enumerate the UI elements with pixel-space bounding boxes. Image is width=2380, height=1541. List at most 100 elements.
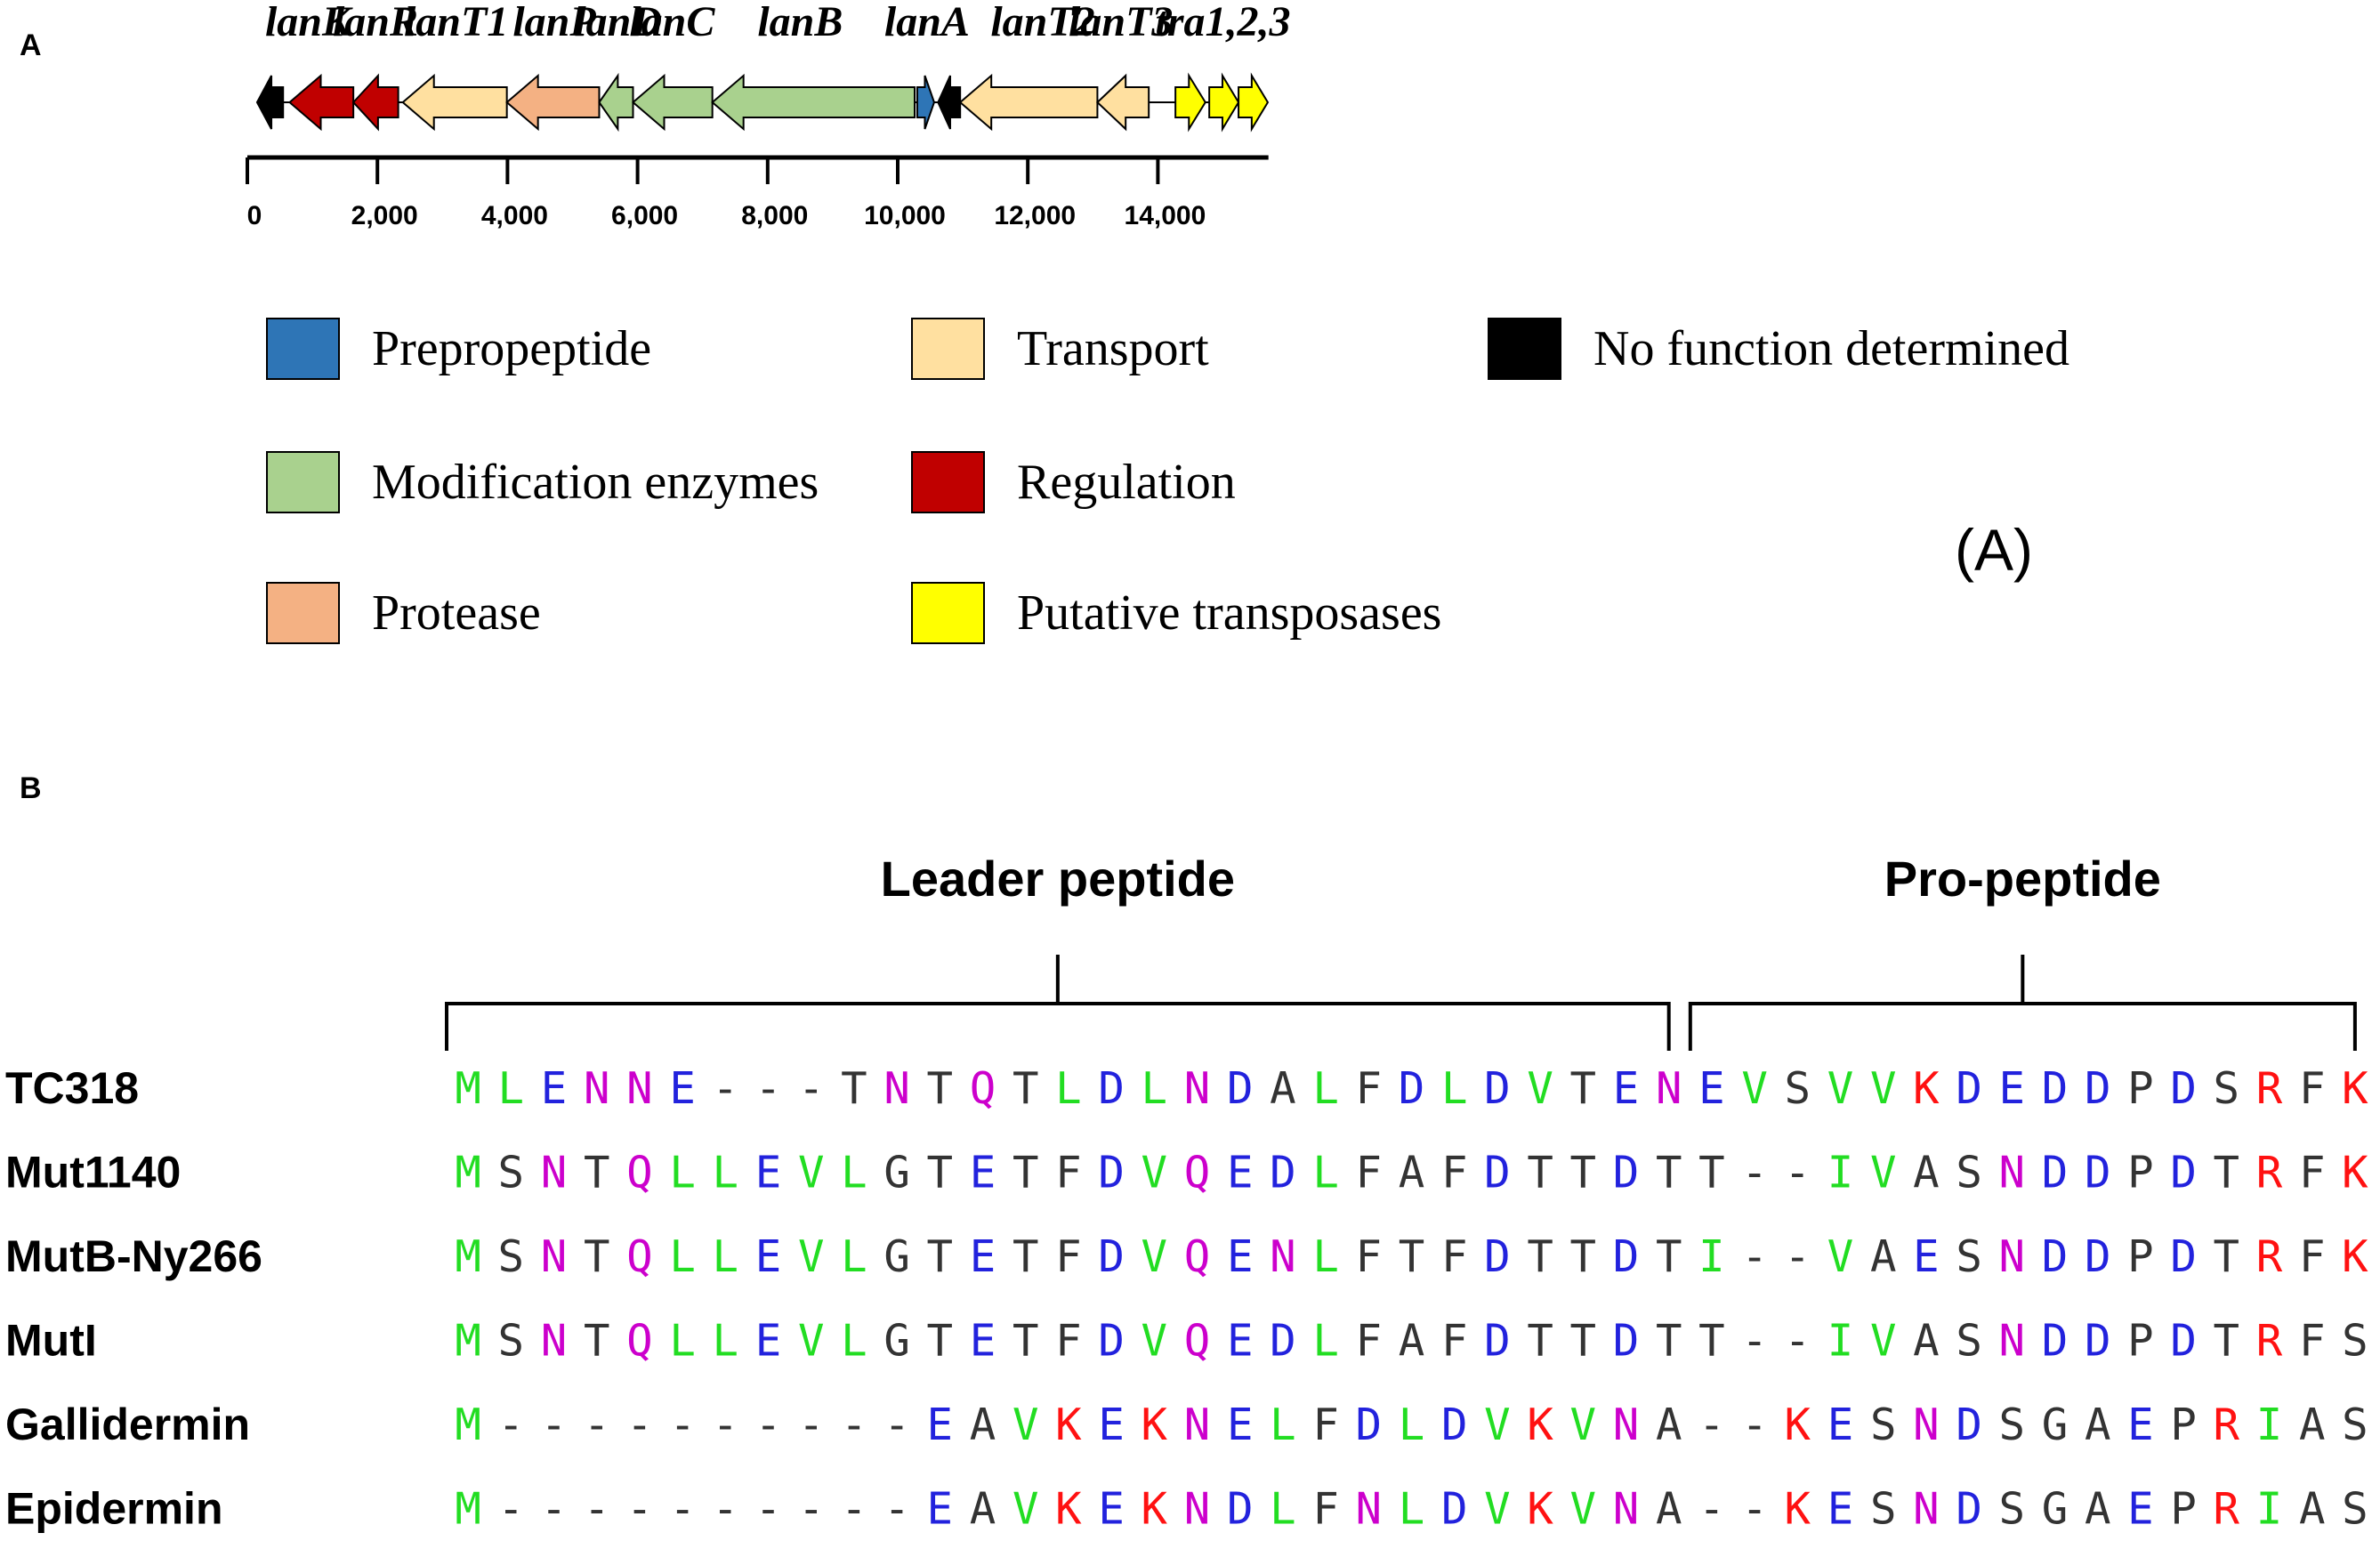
residue: - (1698, 1400, 1725, 1450)
residue: D (1441, 1484, 1468, 1535)
legend-label: No function determined (1593, 321, 2069, 376)
residue: T (1570, 1063, 1597, 1114)
residue: - (1785, 1148, 1811, 1198)
residue: V (1142, 1148, 1168, 1198)
residue: T (2214, 1316, 2240, 1367)
residue: L (1270, 1484, 1296, 1535)
residue: L (1055, 1063, 1082, 1114)
residue: T (2214, 1148, 2240, 1198)
residue: D (1613, 1231, 1640, 1282)
residue: F (2299, 1231, 2326, 1282)
residue: G (2042, 1400, 2069, 1450)
residue: D (1399, 1063, 1425, 1114)
residue: D (2170, 1231, 2197, 1282)
residue: E (541, 1063, 568, 1114)
residue: L (841, 1231, 867, 1282)
axis-tick-label: 2,000 (351, 201, 418, 230)
residue: E (2127, 1400, 2154, 1450)
residue: A (1399, 1316, 1425, 1367)
residue: D (1441, 1400, 1468, 1450)
residue: T (927, 1148, 954, 1198)
residue: S (1956, 1316, 1982, 1367)
residue: S (498, 1231, 525, 1282)
axis-tick-label: 0 (247, 201, 262, 230)
residue: P (2127, 1148, 2154, 1198)
residue: T (2214, 1231, 2240, 1282)
residue: N (1913, 1484, 1940, 1535)
residue: - (1698, 1484, 1725, 1535)
legend-label: Protease (372, 585, 541, 641)
residue: F (1441, 1148, 1468, 1198)
residue: E (1698, 1063, 1725, 1114)
residue: - (755, 1063, 782, 1114)
residue: R (2256, 1063, 2283, 1114)
residue: T (584, 1231, 610, 1282)
sequence-name: Epidermin (5, 1484, 222, 1534)
residue: V (1741, 1063, 1768, 1114)
residue: D (1098, 1316, 1125, 1367)
gene-arrow-lanC (631, 73, 714, 132)
residue: - (1741, 1400, 1768, 1450)
residue: T (927, 1316, 954, 1367)
residue: V (1013, 1400, 1039, 1450)
residue: T (1013, 1316, 1039, 1367)
residue: D (1356, 1400, 1383, 1450)
residue: I (1698, 1231, 1725, 1282)
gene-map (255, 72, 1270, 133)
residue: Q (1184, 1148, 1211, 1198)
residue: F (2299, 1063, 2326, 1114)
residue: - (584, 1400, 610, 1450)
residue: D (1270, 1316, 1296, 1367)
residue: L (1312, 1063, 1339, 1114)
residue: A (1656, 1484, 1682, 1535)
residue: N (1613, 1484, 1640, 1535)
residue: L (1312, 1316, 1339, 1367)
residue: E (970, 1148, 996, 1198)
sequence-name: MutI (5, 1316, 97, 1366)
residue: D (2085, 1316, 2111, 1367)
residue: - (626, 1484, 653, 1535)
residue: L (1142, 1063, 1168, 1114)
residue: - (498, 1484, 525, 1535)
residue: T (1656, 1231, 1682, 1282)
residue: D (1098, 1148, 1125, 1198)
residue: K (1785, 1400, 1811, 1450)
residue: M (455, 1316, 481, 1367)
residue: N (541, 1231, 568, 1282)
residue: - (498, 1400, 525, 1450)
residue: D (1613, 1148, 1640, 1198)
residue: V (1484, 1484, 1511, 1535)
residue: L (1312, 1231, 1339, 1282)
legend-swatch-transport (911, 318, 985, 380)
residue: T (1527, 1148, 1553, 1198)
residue: P (2170, 1400, 2197, 1450)
region-label: Leader peptide (881, 851, 1235, 907)
residue: T (1013, 1148, 1039, 1198)
residue: V (1870, 1148, 1897, 1198)
residue: A (1913, 1148, 1940, 1198)
residue: V (1013, 1484, 1039, 1535)
residue: - (541, 1484, 568, 1535)
residue: V (1827, 1063, 1854, 1114)
residue: E (927, 1400, 954, 1450)
residue: L (713, 1231, 739, 1282)
residue: V (1870, 1063, 1897, 1114)
residue: Q (1184, 1231, 1211, 1282)
residue: K (1142, 1484, 1168, 1535)
gene-arrow-lanD (598, 72, 634, 133)
residue: M (455, 1400, 481, 1450)
residue: N (1613, 1400, 1640, 1450)
residue: N (1999, 1231, 2026, 1282)
residue: - (755, 1400, 782, 1450)
residue: - (798, 1400, 825, 1450)
residue: - (841, 1484, 867, 1535)
gene-arrow-orf-black-1 (255, 75, 285, 130)
residue: F (1356, 1148, 1383, 1198)
legend-label: Putative transposases (1017, 585, 1441, 641)
residue: G (883, 1316, 910, 1367)
residue: V (1142, 1231, 1168, 1282)
